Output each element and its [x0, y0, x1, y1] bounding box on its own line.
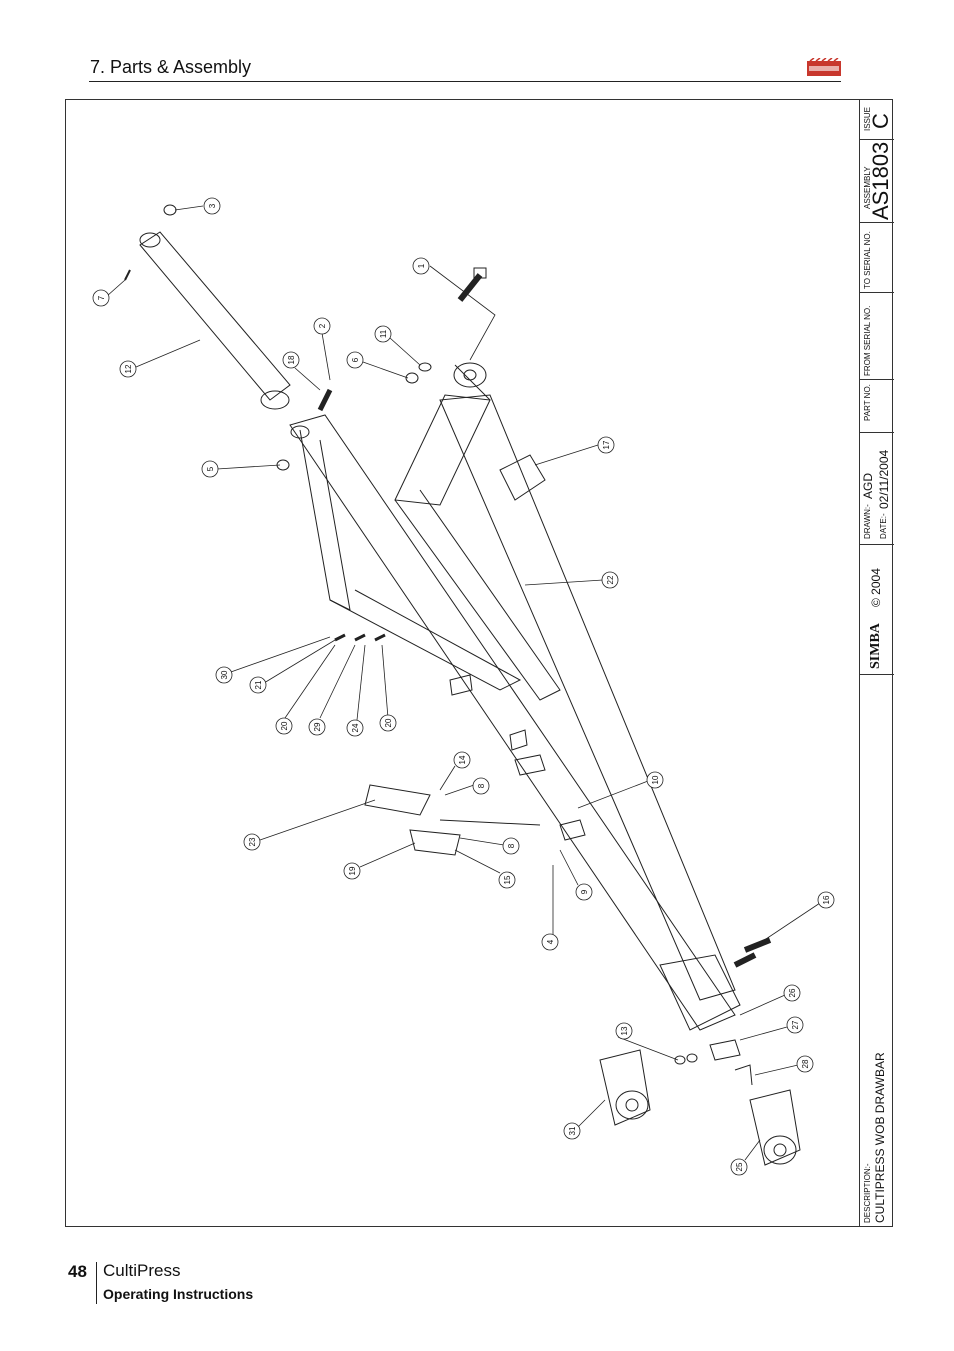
callout-circle [730, 1158, 748, 1176]
callout-label: 30 [220, 670, 229, 679]
callout-label: 26 [788, 988, 797, 997]
callout-label: 29 [313, 722, 322, 731]
callout-label: 6 [351, 357, 360, 362]
simba-logo-icon [807, 58, 841, 76]
callout-circle [541, 933, 559, 951]
callout-label: 15 [503, 875, 512, 884]
part-no-label: PART NO. [863, 384, 872, 421]
callout-label: 18 [287, 355, 296, 364]
callout-label: 23 [248, 837, 257, 846]
drawn-value: AGD [861, 472, 875, 499]
simba-logo-text: SIMBA [868, 623, 883, 669]
callout-circle [563, 1122, 581, 1140]
callout-circle [601, 571, 619, 589]
callout-circle [796, 1055, 814, 1073]
date-value: 02/11/2004 [877, 449, 891, 509]
callout-circle [92, 289, 110, 307]
callout-circle [379, 714, 397, 732]
callout-circle [249, 676, 267, 694]
product-name: CultiPress [103, 1261, 181, 1280]
callout-circle [502, 837, 520, 855]
callout-circle [346, 719, 364, 737]
page-number: 48 [68, 1262, 87, 1281]
title-block-divider [860, 432, 894, 433]
drawing-frame [65, 99, 893, 1227]
title-block-divider [860, 674, 894, 675]
callout-label: 12 [124, 364, 133, 373]
callout-label: 7 [97, 295, 106, 300]
callout-label: 14 [458, 755, 467, 764]
callout-circle [343, 862, 361, 880]
callout-label: 21 [254, 680, 263, 689]
callout-label: 31 [568, 1126, 577, 1135]
footer-divider [96, 1262, 97, 1304]
callout-circle [646, 771, 664, 789]
callout-circle [119, 360, 137, 378]
assembly-value: AS1803 [868, 141, 893, 220]
to-serial-label: TO SERIAL NO. [863, 231, 872, 289]
issue-value: C [868, 113, 893, 129]
callout-label: 19 [348, 866, 357, 875]
callout-circle [243, 833, 261, 851]
title-block-divider [860, 139, 894, 140]
callout-label: 25 [735, 1162, 744, 1171]
callout-label: 10 [651, 775, 660, 784]
callout-circle [786, 1016, 804, 1034]
date-label: DATE:- [879, 513, 888, 539]
callout-circle [498, 871, 516, 889]
callout-label: 4 [546, 939, 555, 944]
callout-circle [817, 891, 835, 909]
callout-circle [615, 1022, 633, 1040]
callout-circle [412, 257, 430, 275]
callout-label: 5 [206, 466, 215, 471]
callout-circle [597, 436, 615, 454]
callout-label: 3 [208, 203, 217, 208]
callout-label: 11 [379, 329, 388, 338]
title-block-divider [860, 544, 894, 545]
description-label: DESCRIPTION:- [863, 1163, 872, 1223]
title-block: ISSUE C ASSEMBLY AS1803 TO SERIAL NO. FR… [859, 99, 894, 1227]
callout-label: 27 [791, 1020, 800, 1029]
callout-circle [346, 351, 364, 369]
callout-label: 13 [620, 1026, 629, 1035]
callout-label: 20 [384, 718, 393, 727]
callout-circle [308, 718, 326, 736]
section-title: 7. Parts & Assembly [90, 57, 252, 77]
callout-circle [275, 717, 293, 735]
callout-circle [453, 751, 471, 769]
callout-label: 16 [822, 895, 831, 904]
callout-label: 24 [351, 723, 360, 732]
from-serial-label: FROM SERIAL NO. [863, 305, 872, 376]
description-value: CULTIPRESS WOB DRAWBAR [873, 1052, 887, 1223]
callout-label: 28 [801, 1059, 810, 1068]
callout-circle [201, 460, 219, 478]
callout-circle [203, 197, 221, 215]
callout-label: 2 [318, 323, 327, 328]
copyright-text: © 2004 [869, 568, 883, 607]
callout-circle [472, 777, 490, 795]
title-block-divider [860, 222, 894, 223]
callout-label: 1 [417, 263, 426, 268]
callout-circle [575, 883, 593, 901]
callout-circle [374, 325, 392, 343]
callout-circle [783, 984, 801, 1002]
title-block-divider [860, 292, 894, 293]
callout-label: 20 [280, 721, 289, 730]
callout-circle [282, 351, 300, 369]
callout-label: 8 [507, 843, 516, 848]
callout-label: 22 [606, 575, 615, 584]
title-block-divider [860, 379, 894, 380]
callout-label: 8 [477, 783, 486, 788]
document-subtitle: Operating Instructions [103, 1286, 254, 1302]
callout-circle [313, 317, 331, 335]
callout-label: 17 [602, 440, 611, 449]
drawn-label: DRAWN:- [863, 504, 872, 539]
callout-label: 9 [580, 889, 589, 894]
header-rule [89, 81, 841, 82]
callout-circle [215, 666, 233, 684]
